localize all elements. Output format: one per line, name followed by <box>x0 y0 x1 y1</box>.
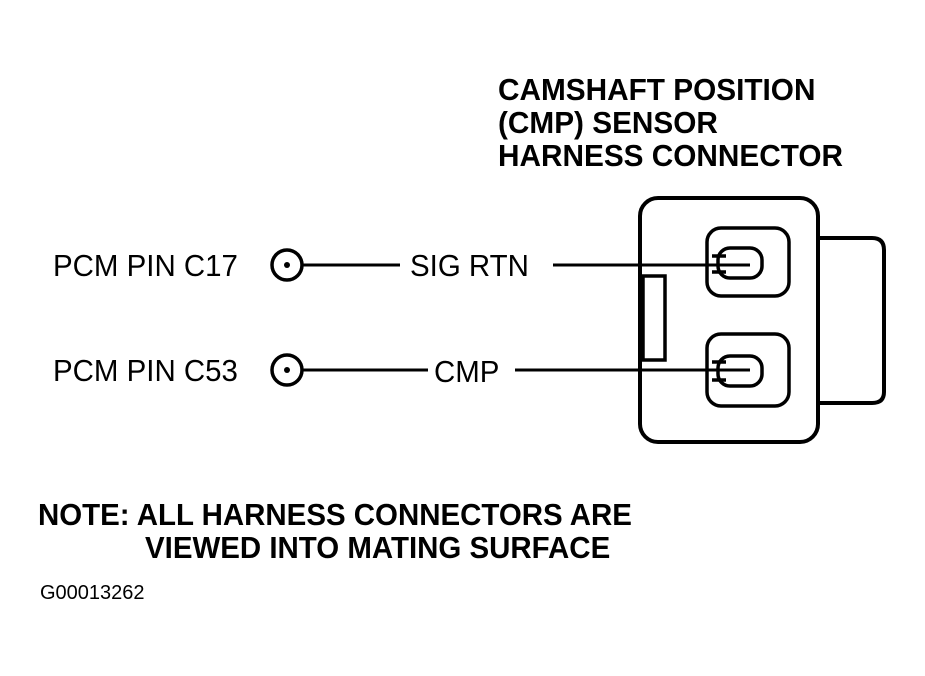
pcm-pin-c53-label: PCM PIN C53 <box>53 353 238 388</box>
connector-body <box>638 196 820 444</box>
wire-label-cmp: CMP <box>434 354 500 389</box>
note-line-1: NOTE: ALL HARNESS CONNECTORS ARE <box>38 497 632 532</box>
pcm-pin-c53-circle <box>270 353 304 387</box>
figure-id: G00013262 <box>40 582 145 604</box>
note-line-2: VIEWED INTO MATING SURFACE <box>145 530 611 565</box>
wires <box>302 263 750 372</box>
pcm-pin-c17-circle <box>270 248 304 282</box>
connector-title-line-3: HARNESS CONNECTOR <box>498 138 844 173</box>
connector-key-rib <box>641 274 667 362</box>
connector-title-line-2: (CMP) SENSOR <box>498 105 718 140</box>
wire-label-sig-rtn: SIG RTN <box>410 248 529 283</box>
connector-lock-tab <box>818 236 886 405</box>
terminal-1-pin <box>716 246 764 280</box>
connector-housing <box>638 196 886 444</box>
cavity-1-outline <box>705 226 791 298</box>
pcm-pin-c17-label: PCM PIN C17 <box>53 248 238 283</box>
connector-title-line-1: CAMSHAFT POSITION <box>498 72 816 107</box>
terminal-cavity-1 <box>705 226 791 298</box>
